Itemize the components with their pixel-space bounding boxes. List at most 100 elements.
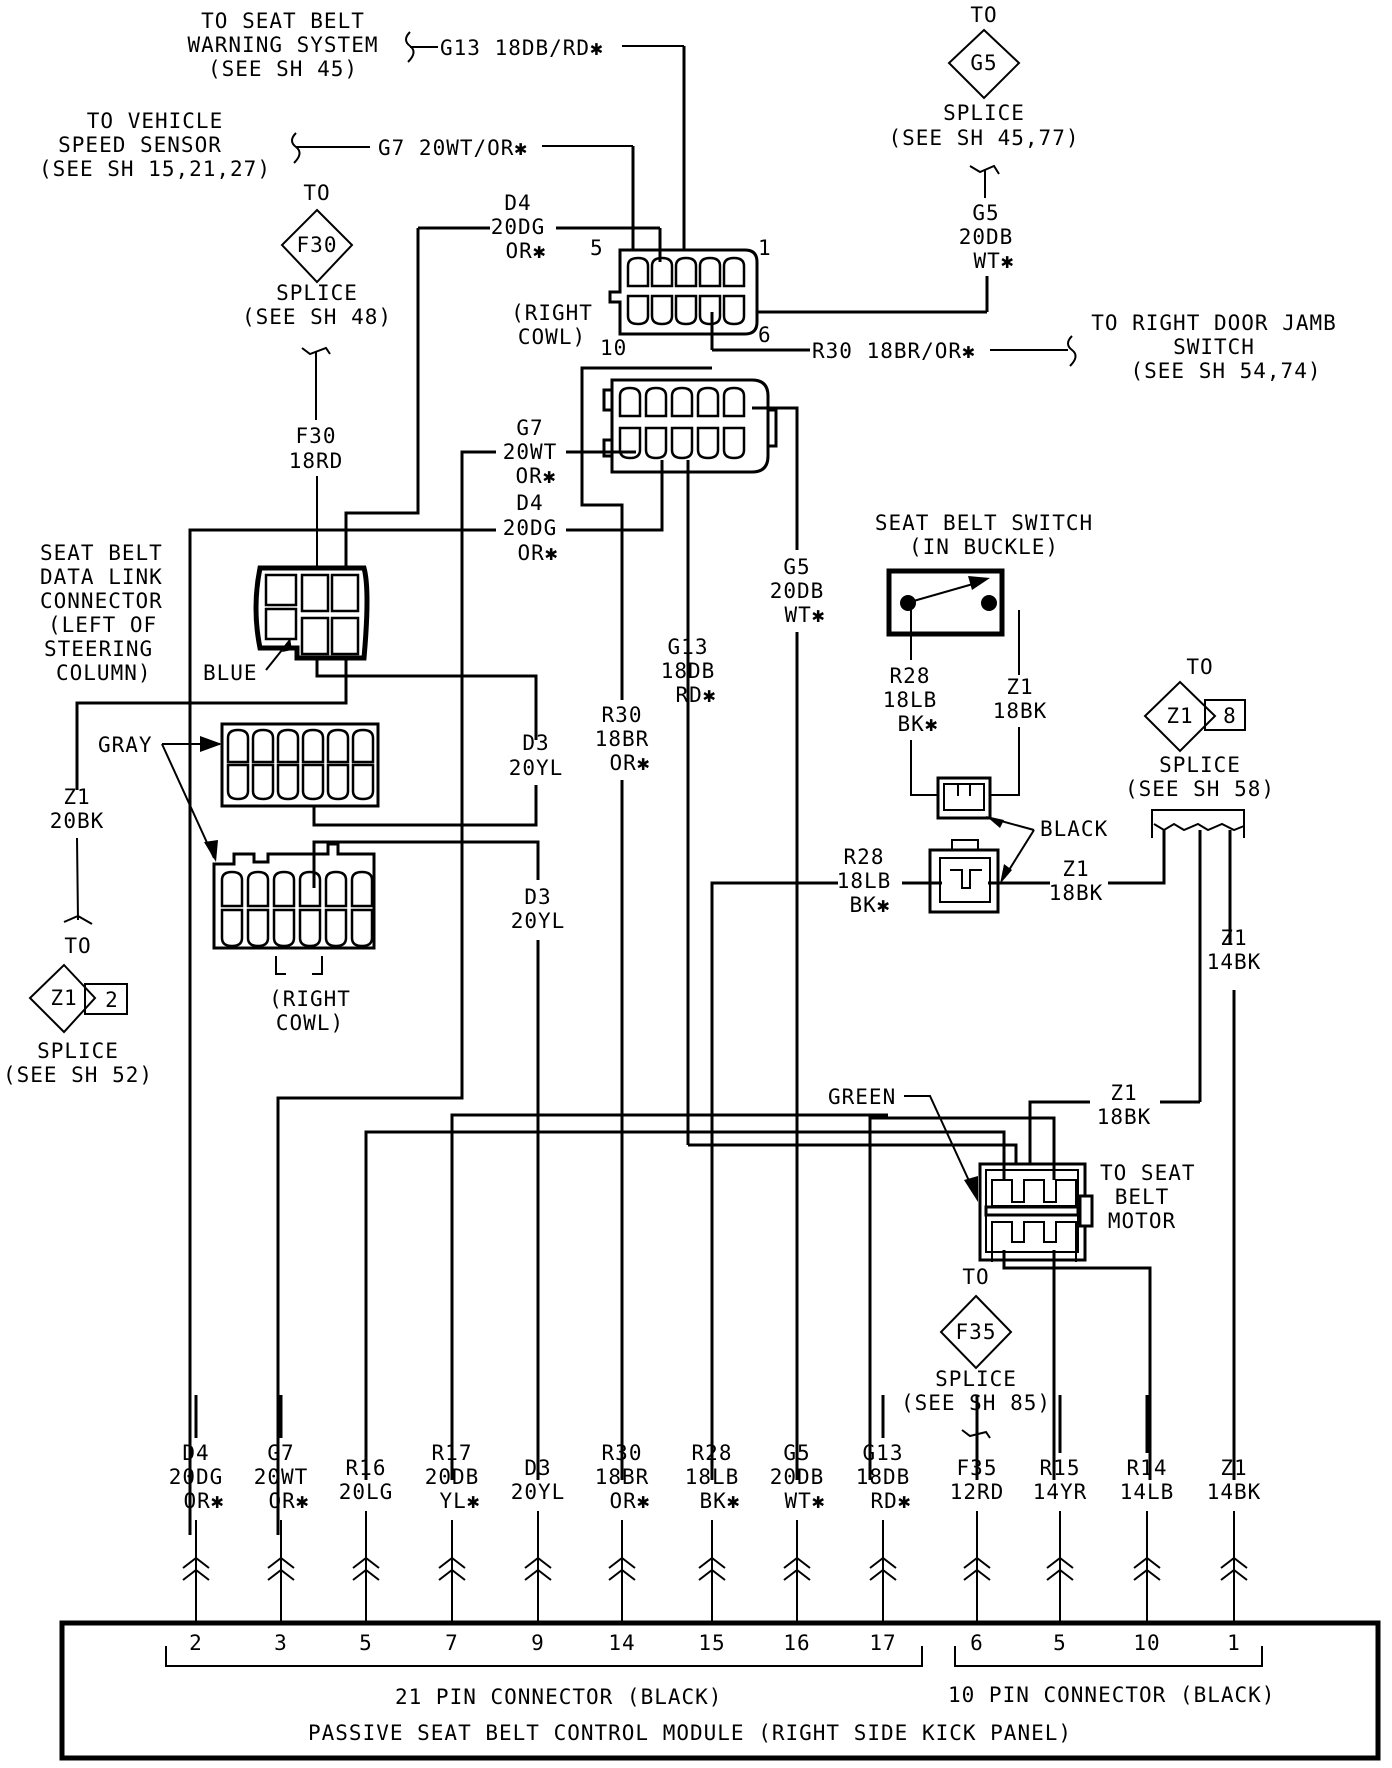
- gauge-label: 20DB: [770, 1465, 825, 1489]
- module-name: PASSIVE SEAT BELT CONTROL MODULE (RIGHT …: [308, 1721, 1072, 1745]
- gauge-label: 18LB: [685, 1465, 740, 1489]
- wire-label: OR✱: [516, 464, 557, 488]
- wire-label: 20DG: [491, 215, 546, 239]
- splice-to: TO: [303, 181, 330, 205]
- wire-label: G13: [668, 635, 709, 659]
- ref-vehicle-speed-sensor: TO VEHICLE SPEED SENSOR (SEE SH 15,21,27…: [39, 109, 635, 262]
- connector-pin: [722, 294, 746, 326]
- seat-belt-motor-connector: GREEN Z1 18BK TO SEAT BELT MOTOR: [364, 1081, 1200, 1480]
- splice-diamond-icon: [1143, 680, 1217, 753]
- wire-label: 18BK: [1049, 881, 1104, 905]
- wire-label: G5: [783, 555, 810, 579]
- location-label: (RIGHT: [269, 987, 351, 1011]
- connector-pin: [251, 763, 275, 801]
- wire-label: D4: [516, 491, 543, 515]
- connector-pin: [220, 870, 244, 908]
- connector-pin: [644, 426, 668, 460]
- connector-pin: [674, 294, 698, 326]
- tracer-label: RD✱: [871, 1489, 912, 1513]
- location-label: COWL): [276, 1011, 344, 1035]
- tracer-label: YL✱: [440, 1489, 481, 1513]
- splice-diamond-icon: [947, 28, 1021, 100]
- wire-label: OR✱: [610, 751, 651, 775]
- gauge-label: 20YL: [511, 1480, 566, 1504]
- circuit-label: D3: [524, 1456, 551, 1480]
- wire-label: R30: [602, 703, 643, 727]
- location-label: (RIGHT: [511, 301, 593, 325]
- component-label: STEERING: [44, 637, 153, 661]
- connector-pin: [722, 386, 746, 418]
- circuit-label: G13: [863, 1441, 904, 1465]
- control-module: 21 PIN CONNECTOR (BLACK) 10 PIN CONNECTO…: [59, 1620, 1381, 1761]
- component-label: DATA LINK: [40, 565, 163, 589]
- wire-label: 18BK: [993, 699, 1048, 723]
- wire-label: 18LB: [837, 869, 892, 893]
- gauge-label: 20DG: [169, 1465, 224, 1489]
- connector-pin: [698, 294, 722, 326]
- connector-bracket-21: [165, 1646, 923, 1667]
- wire-label: R28: [844, 845, 885, 869]
- wire-label: OR✱: [518, 541, 559, 565]
- wire-label: Z1: [1062, 857, 1089, 881]
- splice-num: 8: [1223, 704, 1237, 728]
- gauge-label: 20LG: [339, 1480, 394, 1504]
- wire-label: 20BK: [50, 809, 105, 833]
- connector-pin: [272, 908, 296, 948]
- location-label: COWL): [518, 325, 586, 349]
- circuit-label: R15: [1040, 1456, 1081, 1480]
- wire-label: 20DG: [503, 516, 558, 540]
- wire-break-icon: [1153, 822, 1245, 832]
- wire-label-r30: R30 18BR/OR✱: [812, 339, 976, 363]
- ref-line: TO RIGHT DOOR JAMB: [1091, 311, 1337, 335]
- terminal-icon: [1220, 1556, 1248, 1581]
- color-label: BLACK: [1040, 817, 1108, 841]
- connector-pin: [324, 870, 348, 908]
- color-label: GREEN: [828, 1085, 896, 1109]
- connector-pin: [674, 256, 698, 288]
- connector-pin: [351, 728, 375, 764]
- connector-pin: [226, 728, 250, 764]
- splice-id: G5: [970, 51, 997, 75]
- wire-label: WT✱: [785, 603, 826, 627]
- wire-label: Z1: [1220, 926, 1247, 950]
- tracer-label: OR✱: [184, 1489, 225, 1513]
- pin-number: 3: [274, 1631, 288, 1655]
- splice-g5: TO G5 SPLICE (SEE SH 45,77) G5 20DB WT✱: [740, 3, 1079, 314]
- component-label: SEAT BELT SWITCH: [875, 511, 1093, 535]
- terminal-icon: [182, 1556, 210, 1581]
- ref-line: (SEE SH 15,21,27): [39, 157, 271, 181]
- connector-pin: [326, 763, 350, 801]
- connector-pin: [324, 908, 348, 948]
- connector-pin: [618, 386, 642, 418]
- splice-see: (SEE SH 52): [3, 1063, 153, 1087]
- pin-number: 5: [590, 236, 604, 260]
- gauge-label: 18BR: [595, 1465, 650, 1489]
- gauge-label: 12RD: [950, 1480, 1005, 1504]
- component-label: CONNECTOR: [40, 589, 163, 613]
- splice-z1-2: Z1 20BK TO Z1 2 SPLICE (SEE SH 52): [3, 785, 153, 1087]
- connector-pin: [246, 908, 270, 948]
- terminal-icon: [352, 1556, 380, 1581]
- wire-label: 18BK: [1097, 1105, 1152, 1129]
- ref-line: SPEED SENSOR: [58, 133, 222, 157]
- circuit-label: D4: [182, 1441, 209, 1465]
- right-cowl-connector-top: 5 1 10 6 (RIGHT COWL) D4 20DG OR✱ R30 18…: [418, 191, 1077, 367]
- gauge-label: 14BK: [1207, 1480, 1262, 1504]
- wire-label: 18LB: [883, 688, 938, 712]
- terminal-icon: [608, 1556, 636, 1581]
- connector-pin: [298, 870, 322, 908]
- connector-pin: [650, 294, 674, 326]
- ref-line: WARNING SYSTEM: [187, 33, 378, 57]
- ref-line: BELT: [1115, 1185, 1170, 1209]
- connector-pin: [644, 386, 668, 418]
- wire-label-g7: G7 20WT/OR✱: [378, 136, 528, 160]
- circuit-label: R17: [432, 1441, 473, 1465]
- circuit-label: R28: [692, 1441, 733, 1465]
